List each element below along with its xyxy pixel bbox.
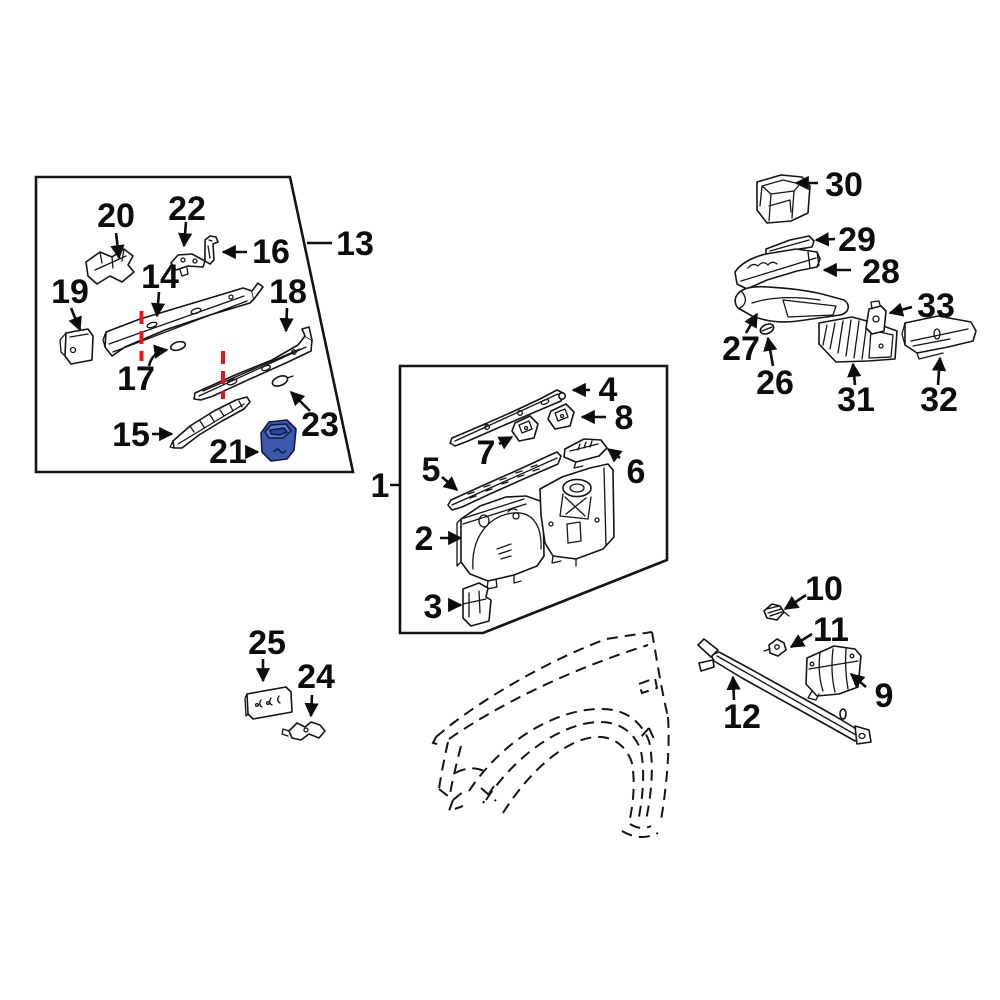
part-18-drawing [193, 326, 313, 401]
part-20-drawing [85, 248, 135, 285]
part-33-drawing [865, 300, 887, 335]
callout-32-arrow [931, 356, 947, 386]
callout-19-arrow [68, 307, 82, 332]
part-11-drawing [763, 638, 787, 657]
callout-label-25: 25 [248, 624, 286, 662]
part-21-highlighted-drawing [260, 419, 297, 462]
callout-label-32: 32 [920, 381, 958, 419]
callout-24-arrow [304, 694, 319, 718]
part-2-drawing [456, 495, 545, 590]
part-9-drawing [805, 645, 862, 701]
callout-14-arrow [150, 291, 166, 318]
callout-label-30: 30 [825, 166, 863, 204]
callout-label-18: 18 [269, 273, 307, 311]
callout-22-arrow [177, 221, 193, 248]
part-25-drawing [244, 686, 293, 720]
callout-5-arrow [441, 476, 459, 491]
fender-outline-drawing [431, 631, 670, 838]
callout-label-11: 11 [813, 611, 849, 649]
part-4-drawing [449, 389, 566, 447]
part-5-drawing [447, 451, 562, 511]
callout-label-26: 26 [756, 364, 794, 402]
callout-29-arrow [814, 232, 836, 247]
callout-label-7: 7 [477, 434, 496, 472]
callout-label-3: 3 [424, 588, 443, 626]
callout-6-arrow [606, 447, 623, 463]
part-6-drawing [563, 438, 608, 469]
part-27-drawing [734, 285, 849, 323]
callout-26-arrow [763, 336, 778, 367]
part-10-drawing [763, 603, 790, 621]
part-12-drawing [697, 638, 872, 745]
callout-label-13: 13 [336, 225, 374, 263]
part-22-drawing [170, 253, 206, 277]
part-16-drawing [204, 235, 219, 265]
lower-right-parts-group: 9 10 11 12 [697, 570, 894, 745]
callout-12-arrow [726, 675, 741, 701]
callout-label-8: 8 [615, 399, 634, 437]
callout-27-arrow [744, 312, 759, 334]
callout-label-20: 20 [97, 197, 135, 235]
part-24-drawing [281, 721, 326, 741]
part-28-drawing [734, 248, 821, 290]
callout-17-arrow [147, 344, 169, 367]
callout-label-1: 1 [371, 467, 390, 505]
callout-7-arrow [497, 435, 514, 450]
callout-label-2: 2 [415, 520, 434, 558]
inset-box-13: 13 14 15 16 17 18 19 20 21 22 23 [34, 175, 374, 474]
part-8-drawing [547, 403, 575, 430]
part-2-strut-tower-drawing [539, 463, 615, 567]
callout-label-14: 14 [141, 258, 179, 296]
callout-label-9: 9 [875, 677, 894, 715]
part-19-drawing [59, 328, 94, 365]
part-15-drawing [169, 396, 251, 449]
callout-label-31: 31 [837, 381, 875, 419]
assembly-box-1-outline [398, 364, 669, 635]
callout-label-24: 24 [297, 658, 335, 696]
lower-left-parts-group: 25 24 [244, 624, 335, 741]
callout-label-4: 4 [599, 371, 618, 409]
callout-label-17: 17 [117, 360, 155, 398]
callout-label-21: 21 [209, 433, 247, 471]
part-32-drawing [901, 315, 977, 360]
part-3-drawing [462, 582, 492, 627]
callout-label-29: 29 [838, 221, 876, 259]
callout-label-27: 27 [722, 330, 760, 368]
callout-label-33: 33 [917, 287, 955, 325]
callout-label-16: 16 [252, 233, 290, 271]
part-23-drawing [271, 375, 294, 387]
callout-31-arrow [847, 362, 862, 386]
callout-label-10: 10 [805, 570, 843, 608]
callout-20-arrow [110, 232, 125, 260]
callout-label-28: 28 [862, 253, 900, 291]
callout-label-5: 5 [422, 451, 441, 489]
part-7-drawing [511, 415, 539, 442]
assembly-box-1: 1 2 3 4 5 6 7 8 [371, 364, 669, 635]
upper-right-parts-group: 30 29 28 33 27 26 31 32 [722, 166, 977, 419]
callout-label-19: 19 [51, 273, 89, 311]
callout-label-23: 23 [301, 406, 339, 444]
part-26-drawing [759, 323, 775, 335]
part-17-drawing [169, 340, 187, 352]
callout-33-arrow [888, 302, 913, 317]
callout-label-6: 6 [627, 453, 646, 491]
callout-label-22: 22 [168, 190, 206, 228]
callout-label-12: 12 [723, 698, 761, 736]
callout-23-arrow [289, 390, 311, 412]
callout-10-arrow [783, 593, 807, 611]
callout-9-arrow [849, 673, 867, 688]
callout-18-arrow [279, 307, 294, 333]
callout-11-arrow [789, 632, 813, 649]
inset-box-13-outline [34, 175, 355, 474]
callout-label-15: 15 [112, 416, 150, 454]
